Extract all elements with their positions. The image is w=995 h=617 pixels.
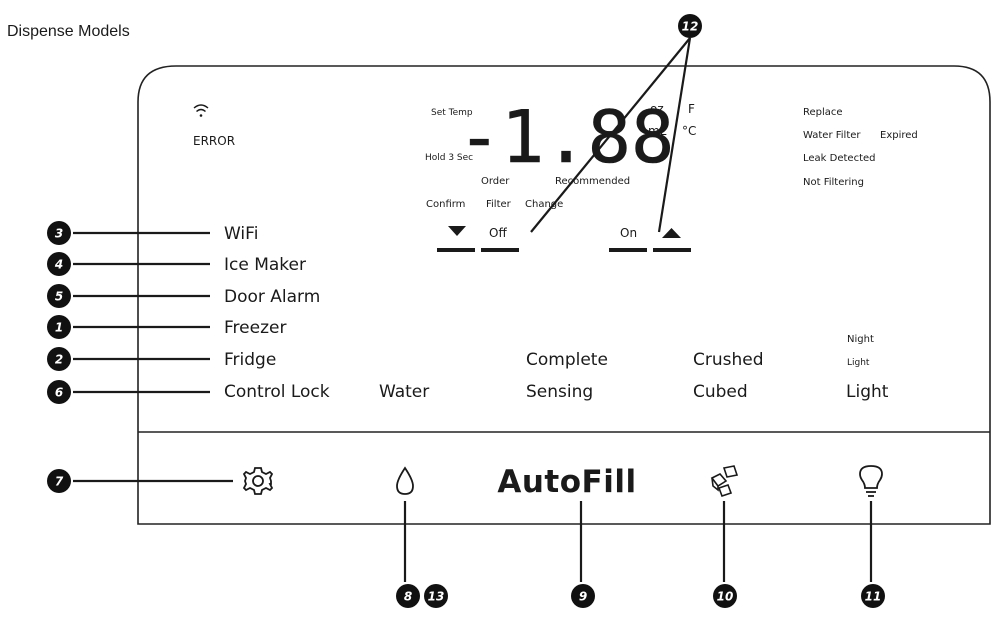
callout-number: 8	[404, 590, 412, 604]
callout-6: 6	[47, 380, 71, 404]
callout-number: 12	[682, 20, 699, 34]
label-ice-maker: Ice Maker	[224, 255, 306, 275]
label-control-lock: Control Lock	[224, 382, 330, 402]
leak-detected-label: Leak Detected	[803, 153, 876, 164]
set-temp-label: Set Temp	[431, 108, 473, 118]
callout-12: 12	[678, 14, 702, 38]
callout-13: 13	[424, 584, 448, 608]
not-filtering-label: Not Filtering	[803, 177, 864, 188]
callout-11: 11	[861, 584, 885, 608]
light-button[interactable]	[859, 465, 883, 497]
callout-badge	[396, 584, 420, 608]
replace-label: Replace	[803, 107, 843, 118]
callout-badge	[47, 221, 71, 245]
bar-left-2	[481, 248, 519, 252]
callout-badge	[47, 347, 71, 371]
hold-3-sec-label: Hold 3 Sec	[425, 153, 473, 163]
autofill-button[interactable]: AutoFill	[497, 464, 636, 500]
callout-10: 10	[713, 584, 737, 608]
callout-badge	[861, 584, 885, 608]
callout-number: 2	[55, 353, 63, 367]
wifi-error-text: ERROR	[193, 134, 235, 148]
callout-number: 4	[54, 258, 63, 272]
leader-line-12b	[657, 37, 692, 233]
callout-1: 1	[47, 315, 71, 339]
temperature-readout: -1.88	[458, 95, 675, 179]
filter-off-label: Off	[489, 226, 507, 240]
callout-number: 11	[865, 590, 882, 604]
callout-badge	[678, 14, 702, 38]
callout-badge	[47, 284, 71, 308]
callout-number: 5	[55, 290, 63, 304]
water-drop-icon	[396, 466, 414, 495]
temperature-display: -1.88	[457, 95, 675, 180]
change-label: Change	[525, 199, 563, 210]
expired-label: Expired	[880, 130, 918, 141]
callout-number: 7	[55, 475, 64, 489]
callout-number: 10	[717, 590, 734, 604]
callout-badge	[47, 380, 71, 404]
label-wifi: WiFi	[224, 224, 258, 244]
unit-oz: oz	[650, 102, 664, 116]
label-night: Night	[847, 334, 874, 345]
panel-outline	[137, 65, 991, 525]
filter-on-label: On	[620, 226, 637, 240]
water-filter-label: Water Filter	[803, 130, 861, 141]
ice-button[interactable]	[710, 465, 739, 498]
callout-number: 6	[55, 386, 63, 400]
callout-2: 2	[47, 347, 71, 371]
leader-lines	[73, 37, 873, 582]
callout-3: 3	[47, 221, 71, 245]
bar-left-1	[437, 248, 475, 252]
callout-9: 9	[571, 584, 595, 608]
diagram-title: Dispense Models	[7, 23, 130, 40]
label-cubed: Cubed	[693, 382, 748, 402]
ice-cubes-icon	[710, 465, 739, 498]
callout-4: 4	[47, 252, 71, 276]
filter-label: Filter	[486, 199, 512, 210]
bar-right-2	[653, 248, 691, 252]
water-button[interactable]	[396, 466, 414, 495]
filter-controls	[437, 226, 691, 252]
order-label: Order	[481, 176, 510, 187]
callout-badge	[571, 584, 595, 608]
callout-5: 5	[47, 284, 71, 308]
callout-8: 8	[396, 584, 420, 608]
label-fridge: Fridge	[224, 350, 276, 370]
callout-badge	[47, 469, 71, 493]
label-door-alarm: Door Alarm	[224, 287, 320, 307]
label-light-small: Light	[847, 358, 870, 368]
confirm-label: Confirm	[426, 199, 465, 210]
light-bulb-icon	[859, 465, 883, 497]
unit-f: F	[688, 102, 695, 116]
leader-line-12a	[530, 37, 691, 233]
callout-number: 1	[55, 321, 63, 335]
triangle-down-icon[interactable]	[448, 226, 466, 236]
callout-badge	[713, 584, 737, 608]
callout-number: 3	[55, 227, 63, 241]
callout-badge	[47, 315, 71, 339]
callout-7: 7	[47, 469, 71, 493]
unit-ml: mL	[648, 124, 667, 138]
callout-badge	[47, 252, 71, 276]
label-light: Light	[846, 382, 889, 402]
callout-number: 13	[428, 590, 445, 604]
label-freezer: Freezer	[224, 318, 286, 338]
gear-icon	[242, 467, 274, 495]
triangle-up-icon[interactable]	[662, 228, 681, 238]
label-complete: Complete	[526, 350, 608, 370]
label-crushed: Crushed	[693, 350, 764, 370]
label-sensing: Sensing	[526, 382, 593, 402]
label-water: Water	[379, 382, 429, 402]
settings-button[interactable]	[242, 467, 274, 495]
callout-number: 9	[579, 590, 587, 604]
bar-right-1	[609, 248, 647, 252]
unit-c: °C	[682, 124, 696, 138]
recommended-label: Recommended	[555, 176, 630, 187]
wifi-icon	[193, 104, 209, 117]
callout-badge	[424, 584, 448, 608]
